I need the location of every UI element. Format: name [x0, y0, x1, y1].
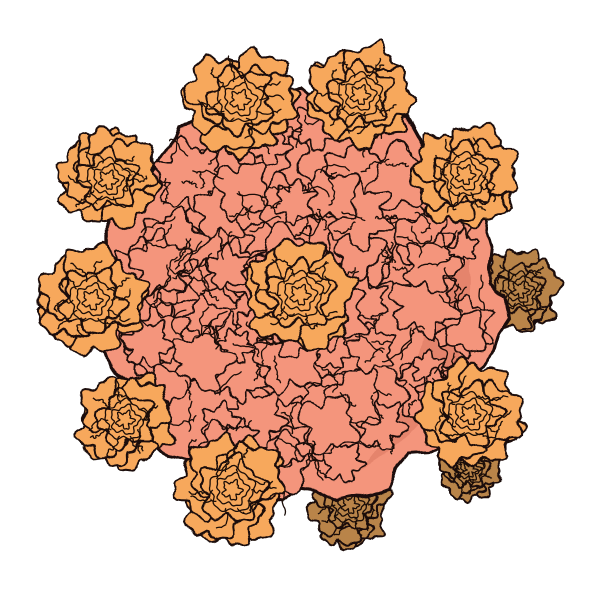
- capsomer: [36, 241, 152, 359]
- capsomer: [244, 236, 361, 352]
- front-capsomers: [36, 39, 526, 547]
- capsomer: [173, 430, 287, 547]
- capsomer: [304, 39, 418, 151]
- capsomer: [412, 357, 526, 469]
- capsomer: [73, 372, 176, 472]
- capsomer: [55, 125, 164, 230]
- capsomer: [181, 45, 301, 162]
- capsomer: [409, 122, 519, 231]
